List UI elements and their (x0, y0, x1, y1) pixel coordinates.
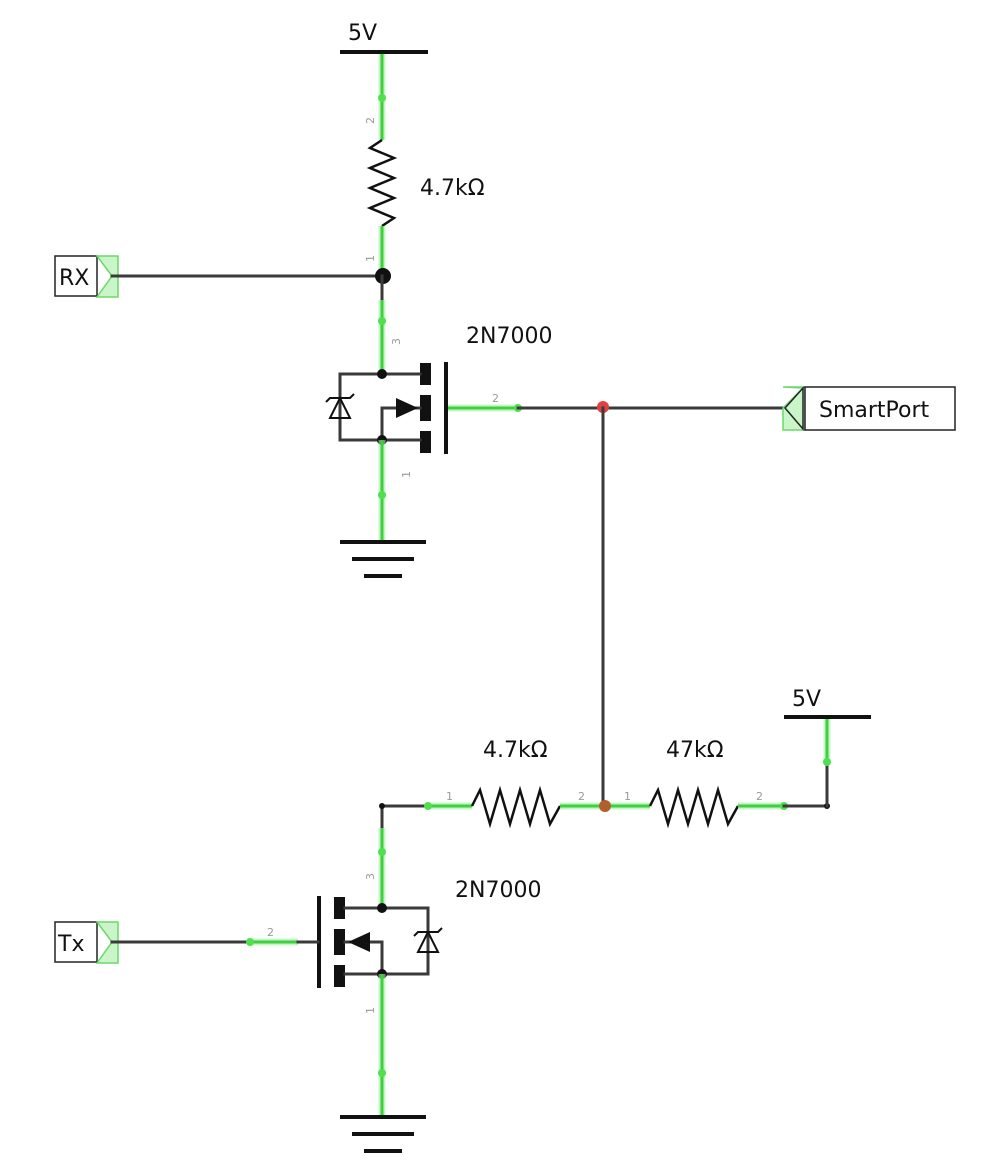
resistor-top-label: 4.7kΩ (420, 176, 485, 201)
power-5v-top[interactable]: 5V (340, 21, 428, 54)
mosfet-bottom-label: 2N7000 (455, 878, 541, 903)
r-br-pin2-label: 2 (756, 790, 763, 803)
wire-bend-point[interactable] (378, 317, 386, 325)
resistor-bottom-left[interactable]: 4.7kΩ (470, 738, 562, 829)
r-bl-pin2-label: 2 (578, 790, 585, 803)
wire-bend-point[interactable] (378, 848, 386, 856)
resistor-bottom-right[interactable]: 47kΩ (648, 738, 740, 829)
q-top-drain-pin-label: 3 (390, 338, 403, 345)
wire-bend-point[interactable] (246, 938, 254, 946)
wire-bend-point[interactable] (378, 1069, 386, 1077)
mosfet-top[interactable]: 2N7000 (325, 324, 552, 454)
wire-bend-point[interactable] (378, 491, 386, 499)
resistor-top[interactable]: 4.7kΩ (366, 138, 485, 228)
power-5v-top-label: 5V (348, 21, 377, 46)
port-smartport[interactable]: SmartPort (782, 386, 956, 432)
port-tx-label: Tx (57, 932, 84, 957)
r-br-pin1-label: 1 (624, 790, 631, 803)
q-bot-drain-pin-label: 3 (364, 873, 377, 880)
power-5v-bottom-label: 5V (792, 687, 821, 712)
q-top-gate-pin-label: 2 (492, 392, 499, 405)
q-bot-gate-pin-label: 2 (267, 926, 274, 939)
r-top-pin1-label: 1 (364, 255, 377, 262)
resistor-bottom-right-label: 47kΩ (666, 738, 724, 763)
port-rx-label: RX (59, 266, 89, 291)
port-tx[interactable]: Tx (54, 921, 119, 964)
r-top-pin2-label: 2 (364, 117, 377, 124)
r-bl-pin1-label: 1 (446, 790, 453, 803)
port-smartport-label: SmartPort (819, 398, 930, 423)
q-top-source-pin-label: 1 (400, 471, 413, 478)
ground-bottom[interactable] (340, 1115, 426, 1153)
junction-bottom[interactable] (599, 800, 611, 812)
wire-bend-point[interactable] (823, 758, 831, 766)
wire-bend-point[interactable] (424, 802, 432, 810)
q-bot-source-pin-label: 1 (364, 1007, 377, 1014)
wire-bend-point[interactable] (378, 94, 386, 102)
resistor-bottom-left-label: 4.7kΩ (483, 738, 548, 763)
ground-top[interactable] (340, 540, 426, 578)
mosfet-bottom[interactable]: 2N7000 (317, 878, 541, 988)
port-rx[interactable]: RX (54, 255, 119, 298)
mosfet-top-label: 2N7000 (466, 324, 552, 349)
power-5v-bottom[interactable]: 5V (784, 687, 871, 719)
